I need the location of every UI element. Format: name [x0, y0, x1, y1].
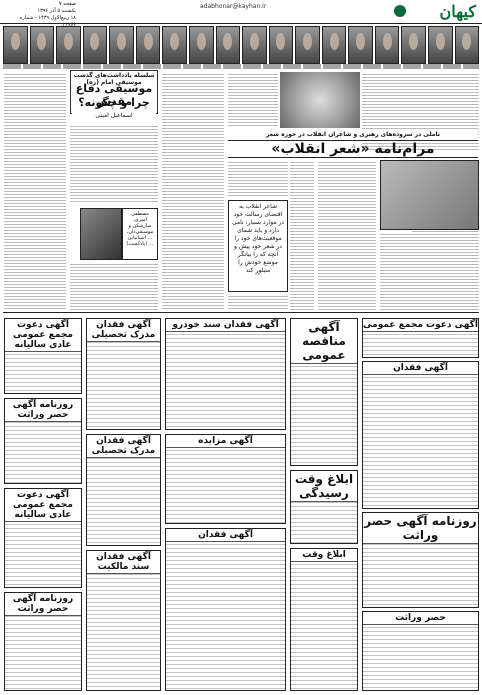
notice-title: روزنامه آگهی حصر وراثت [5, 399, 81, 422]
portrait-photo [242, 26, 267, 64]
portrait-photo [348, 26, 373, 64]
portrait-photo [3, 26, 28, 64]
portrait-photo [29, 26, 55, 64]
calligraphy-image [380, 160, 479, 230]
portrait-photo [454, 26, 480, 64]
article-text-column [318, 160, 376, 310]
notice-title: روزنامه آگهی حصر وراثت [5, 593, 81, 616]
notice-title: آگهی فقدان مدرک تحصیلی [87, 435, 160, 458]
notice-title: آگهی فقدان سند خودرو [166, 319, 285, 332]
music-title-line1: موسیقی دفاع مقدس [75, 82, 153, 108]
article-text-column [70, 124, 158, 204]
notice-box: آگهی دعوت مجمع عمومی عادی سالیانه [4, 488, 82, 588]
article-text-column [162, 72, 224, 310]
brand-emblem-icon [394, 5, 406, 17]
portrait-photo [109, 26, 134, 64]
music-author: اسماعیل امینی [72, 112, 156, 120]
poetry-kicker: تاملی در سروده‌های رهبری و شاعران انقلاب… [228, 130, 478, 139]
notice-box: روزنامه آگهی حصر وراثت [362, 512, 479, 608]
poetry-pull-quote: شاعر انقلاب به اقتضای رسالت خود در موارد… [228, 200, 288, 292]
portrait-photo [82, 26, 108, 64]
newspaper-logo: کیهان [439, 2, 476, 21]
portrait-photo [215, 26, 241, 64]
illustration-image [280, 72, 360, 128]
notice-title: آگهی فقدان [363, 362, 478, 375]
article-text-column [228, 160, 288, 198]
notice-title: آگهی دعوت مجمع عمومی عادی سالیانه [5, 489, 81, 522]
notice-title: آگهی فقدان سند مالکیت [87, 551, 160, 574]
article-text-column [4, 72, 66, 310]
article-text-column [228, 294, 288, 310]
notice-box: ابلاغ وقت [290, 548, 358, 691]
notice-title: آگهی مناقصه عمومی [291, 319, 357, 364]
music-title-line2: چرا و چگونه؟ [78, 96, 150, 109]
notice-box: آگهی فقدان [362, 361, 479, 509]
masthead: کیهان adabhonar@kayhan.ir صفحه ۷ یکشنبه … [0, 0, 482, 28]
author-photo [80, 208, 122, 260]
notice-box: آگهی فقدان [165, 528, 286, 691]
notice-box: حصر وراثت [362, 611, 479, 691]
notice-box: روزنامه آگهی حصر وراثت [4, 592, 82, 691]
page-info: صفحه ۷ یکشنبه ۵ آذر ۱۳۹۶ ۱۸ ربیع‌الاول ۱… [6, 1, 76, 29]
portrait-photo [188, 26, 214, 64]
article-text-column [228, 72, 278, 127]
notice-box: روزنامه آگهی حصر وراثت [4, 398, 82, 484]
notice-title: ابلاغ وقت رسیدگی [291, 471, 357, 502]
section-email: adabhonar@kayhan.ir [200, 3, 267, 10]
notice-box: آگهی فقدان مدرک تحصیلی [86, 434, 161, 546]
section-divider [3, 312, 479, 313]
notice-box: آگهی مناقصه عمومی [290, 318, 358, 466]
portrait-captions [3, 64, 479, 69]
portrait-photo [374, 26, 400, 64]
portrait-photo [56, 26, 81, 64]
poetry-title: مرام‌نامه «شعر انقلاب» [228, 140, 478, 158]
notice-title: آگهی مزایده [166, 435, 285, 448]
article-text-column [70, 262, 158, 310]
notice-box: آگهی فقدان سند خودرو [165, 318, 286, 430]
date-line: یکشنبه ۵ آذر ۱۳۹۶ [37, 8, 76, 14]
notice-title: آگهی دعوت مجمع عمومی [363, 319, 478, 332]
notice-box: آگهی فقدان سند مالکیت [86, 550, 161, 691]
portrait-photo [135, 26, 161, 64]
notice-box: ابلاغ وقت رسیدگی [290, 470, 358, 544]
portrait-strip [3, 26, 480, 64]
notice-title: روزنامه آگهی حصر وراثت [363, 513, 478, 544]
music-pull-quote: مصطفی امیری، سازشکن و موسیقی‌دان، ... اس… [122, 208, 158, 260]
notice-box: آگهی دعوت مجمع عمومی عادی سالیانه [4, 318, 82, 394]
portrait-photo [321, 26, 347, 64]
portrait-photo [428, 26, 453, 64]
portrait-photo [295, 26, 320, 64]
notice-box: آگهی دعوت مجمع عمومی [362, 318, 479, 358]
article-text-column [290, 160, 314, 310]
notice-box: آگهی فقدان مدرک تحصیلی [86, 318, 161, 430]
portrait-photo [401, 26, 426, 64]
notice-box: آگهی مزایده [165, 434, 286, 524]
issue-line: ۱۸ ربیع‌الاول ۱۴۳۹ - شماره ۲۱۷۶۶ [19, 15, 76, 28]
portrait-photo [162, 26, 187, 64]
page-number: صفحه ۷ [59, 1, 76, 7]
notice-title: آگهی فقدان مدرک تحصیلی [87, 319, 160, 342]
music-kicker: سلسله یادداشت‌های گذشت موسیقی امام (ره) [72, 72, 156, 86]
portrait-photo [268, 26, 294, 64]
article-text-column [380, 232, 479, 310]
notice-title: ابلاغ وقت [291, 549, 357, 562]
notice-title: آگهی فقدان [166, 529, 285, 542]
notice-title: آگهی دعوت مجمع عمومی عادی سالیانه [5, 319, 81, 352]
notice-title: حصر وراثت [363, 612, 478, 625]
